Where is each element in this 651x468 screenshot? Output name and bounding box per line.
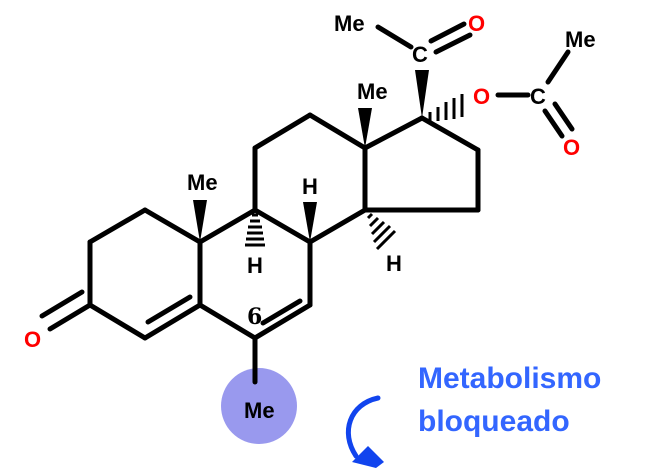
o-ester-carbonyl-label: O — [563, 135, 580, 160]
curved-arrow-icon — [345, 395, 381, 459]
h-c8-label: H — [302, 174, 318, 199]
h-c9-label: H — [247, 253, 263, 278]
me-c13-label: Me — [357, 79, 388, 104]
me-c10-label: Me — [187, 170, 218, 195]
o-c3-label: O — [24, 327, 41, 352]
me-c6-label: Me — [244, 398, 275, 423]
c9-h-hash — [245, 213, 265, 247]
methyl-highlight-circle — [221, 368, 297, 444]
ring-d — [362, 115, 481, 213]
c-ester-label: C — [530, 84, 546, 109]
acetyl-group — [375, 21, 473, 55]
annotation-line-1: Metabolismo — [418, 362, 601, 395]
c13-methyl-wedge — [358, 108, 372, 148]
ring-c — [252, 112, 368, 245]
c3-ketone — [39, 289, 93, 332]
h-c14-label: H — [386, 251, 402, 276]
c17-acetyl-wedge — [415, 70, 429, 118]
annotation-line-2: bloqueado — [418, 405, 570, 438]
o-acetyl-label: O — [468, 11, 485, 36]
c-acetyl-label: C — [412, 42, 428, 67]
me-ester-label: Me — [565, 27, 596, 52]
me-acetyl-label: Me — [334, 11, 365, 36]
ring-a — [87, 207, 203, 341]
c14-h-hash — [366, 212, 397, 251]
c17-ester-hash — [428, 94, 464, 121]
arrow-head-icon — [352, 446, 384, 468]
o-ester-label: O — [473, 84, 490, 109]
position-6-label: 6 — [247, 304, 262, 330]
c8-h-wedge — [303, 202, 317, 242]
acetate-group — [495, 49, 575, 139]
c10-methyl-wedge — [193, 200, 207, 242]
ring-b — [197, 207, 313, 341]
